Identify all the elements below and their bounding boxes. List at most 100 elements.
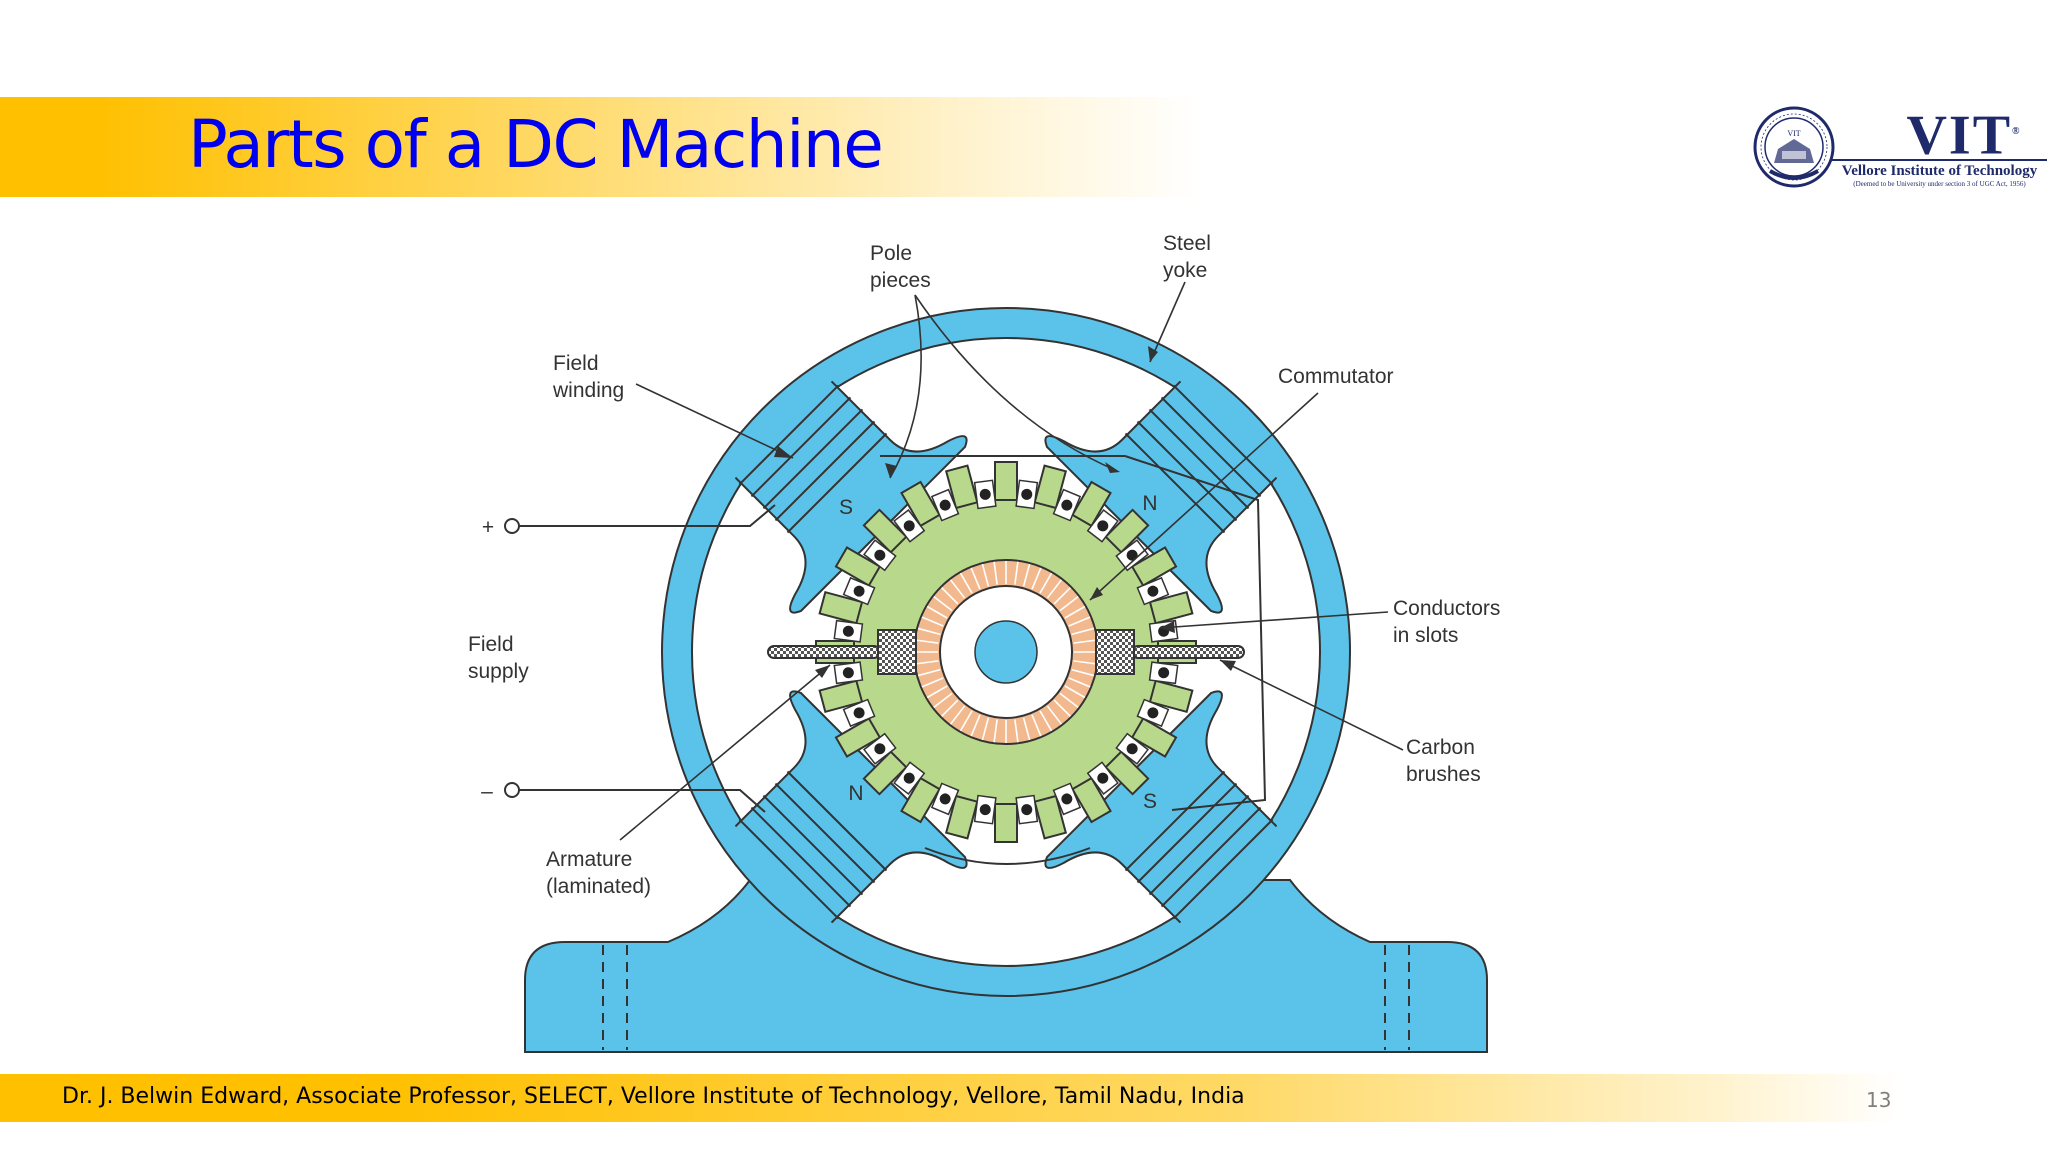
- conductor-slot: [930, 782, 960, 816]
- commutator-segment: [970, 567, 981, 590]
- vit-seal: VIT: [1753, 106, 1835, 188]
- commutator-segment: [1031, 714, 1042, 737]
- conductor-slot: [1015, 479, 1039, 510]
- commutator-segment: [1068, 677, 1091, 688]
- armature-tooth: [944, 464, 979, 510]
- armature-tooth: [1148, 679, 1194, 714]
- pole-letter-top-left: S: [839, 496, 853, 519]
- conductor-slot: [842, 576, 876, 606]
- armature-tooth: [1104, 508, 1150, 554]
- commutator-segment: [1071, 668, 1095, 677]
- armature-tooth: [900, 776, 941, 824]
- commutator-segment: [941, 587, 959, 605]
- label-armature-2: (laminated): [546, 875, 651, 898]
- commutator-segment: [1073, 660, 1097, 665]
- commutator-segment: [1022, 563, 1031, 587]
- pole-letter-top-right: N: [1142, 492, 1157, 515]
- label-steel-yoke-2: yoke: [1163, 259, 1207, 282]
- field-wiring: [512, 455, 1267, 865]
- armature-tooth: [1071, 776, 1112, 824]
- commutator-segment: [1073, 639, 1097, 644]
- armature-tooth: [862, 750, 908, 796]
- base-bolt-holes: [602, 945, 1410, 1050]
- commutator-segment: [921, 616, 944, 627]
- commutator-segment: [917, 668, 941, 677]
- logo-wordmark-text: VIT: [1906, 104, 2013, 167]
- conductor-slot: [893, 509, 926, 543]
- conductor-slot: [833, 661, 864, 685]
- commutator-segment: [917, 627, 941, 636]
- brush-left: [877, 629, 917, 675]
- conductor-slot: [1148, 661, 1179, 685]
- plus-sign: +: [482, 516, 494, 539]
- armature-tooth: [994, 803, 1018, 843]
- commutator-segment: [941, 699, 959, 717]
- label-carbon-brushes-1: Carbon: [1406, 736, 1475, 759]
- commutator-segment: [926, 605, 948, 619]
- conductor-slot: [863, 732, 897, 765]
- commutator-segment: [959, 572, 973, 594]
- footer-author: Dr. J. Belwin Edward, Associate Professo…: [62, 1084, 1245, 1109]
- commutator-segment: [1014, 719, 1019, 743]
- commutator-segment: [993, 719, 998, 743]
- commutator-segment: [1014, 561, 1019, 585]
- commutator-segment: [1068, 616, 1091, 627]
- commutator-segment: [993, 561, 998, 585]
- armature-tooth: [994, 461, 1018, 501]
- leader-lines: [619, 281, 1404, 841]
- commutator-segment: [921, 677, 944, 688]
- commutator-segment: [933, 692, 953, 709]
- armature-tooth: [818, 590, 864, 625]
- commutator-segment: [1059, 595, 1079, 612]
- title-banner: [0, 97, 1200, 197]
- armature-tooth: [862, 508, 908, 554]
- commutator-segment: [1064, 685, 1086, 699]
- armature-tooth: [1130, 546, 1178, 587]
- armature-tooth: [834, 546, 882, 587]
- armature-tooth: [1130, 717, 1178, 758]
- logo-wordmark: VIT®: [1884, 103, 2044, 165]
- commutator-segment: [915, 660, 939, 665]
- armature-tooth: [818, 679, 864, 714]
- logo-institute-name: Vellore Institute of Technology: [1832, 159, 2047, 180]
- armature-tooth: [944, 794, 979, 840]
- conductor-slot: [1115, 539, 1149, 572]
- conductor-slot: [893, 761, 926, 795]
- logo-registered: ®: [2012, 126, 2022, 137]
- pole-letter-bottom-right: S: [1143, 790, 1157, 813]
- conductor-slot: [930, 488, 960, 522]
- commutator-segment: [1059, 692, 1079, 709]
- conductor-slot: [1115, 732, 1149, 765]
- armature-tooth: [1033, 794, 1068, 840]
- conductor-slot: [863, 539, 897, 572]
- label-field-supply-1: Field: [468, 633, 514, 656]
- conductor-slot: [1136, 698, 1170, 728]
- pole-letter-bottom-left: N: [848, 782, 863, 805]
- armature-tooth: [1148, 590, 1194, 625]
- conductor-slot: [833, 619, 864, 643]
- label-field-winding-2: winding: [552, 379, 624, 402]
- conductor-slot: [1136, 576, 1170, 606]
- commutator-segment: [1039, 710, 1053, 732]
- commutator-segment: [1046, 705, 1063, 725]
- conductor-slot: [973, 479, 997, 510]
- label-conductors-2: in slots: [1393, 624, 1458, 647]
- seal-text: VIT: [1787, 129, 1800, 138]
- conductor-slot: [1086, 761, 1119, 795]
- commutator-segment: [1046, 579, 1063, 599]
- armature-tooth: [900, 480, 941, 528]
- terminal-plus: [504, 518, 520, 534]
- label-pole-pieces-2: pieces: [870, 269, 931, 292]
- leader-arrowheads: [774, 346, 1236, 678]
- minus-sign: –: [481, 780, 493, 803]
- label-pole-pieces-1: Pole: [870, 242, 912, 265]
- commutator-segment: [1022, 717, 1031, 741]
- terminal-minus: [504, 782, 520, 798]
- armature-tooth: [1104, 750, 1150, 796]
- label-commutator: Commutator: [1278, 365, 1394, 388]
- commutator-segment: [1064, 605, 1086, 619]
- commutator-segment: [1053, 699, 1071, 717]
- commutator-segment: [1071, 627, 1095, 636]
- commutator-segment: [1031, 567, 1042, 590]
- commutator-segment: [933, 595, 953, 612]
